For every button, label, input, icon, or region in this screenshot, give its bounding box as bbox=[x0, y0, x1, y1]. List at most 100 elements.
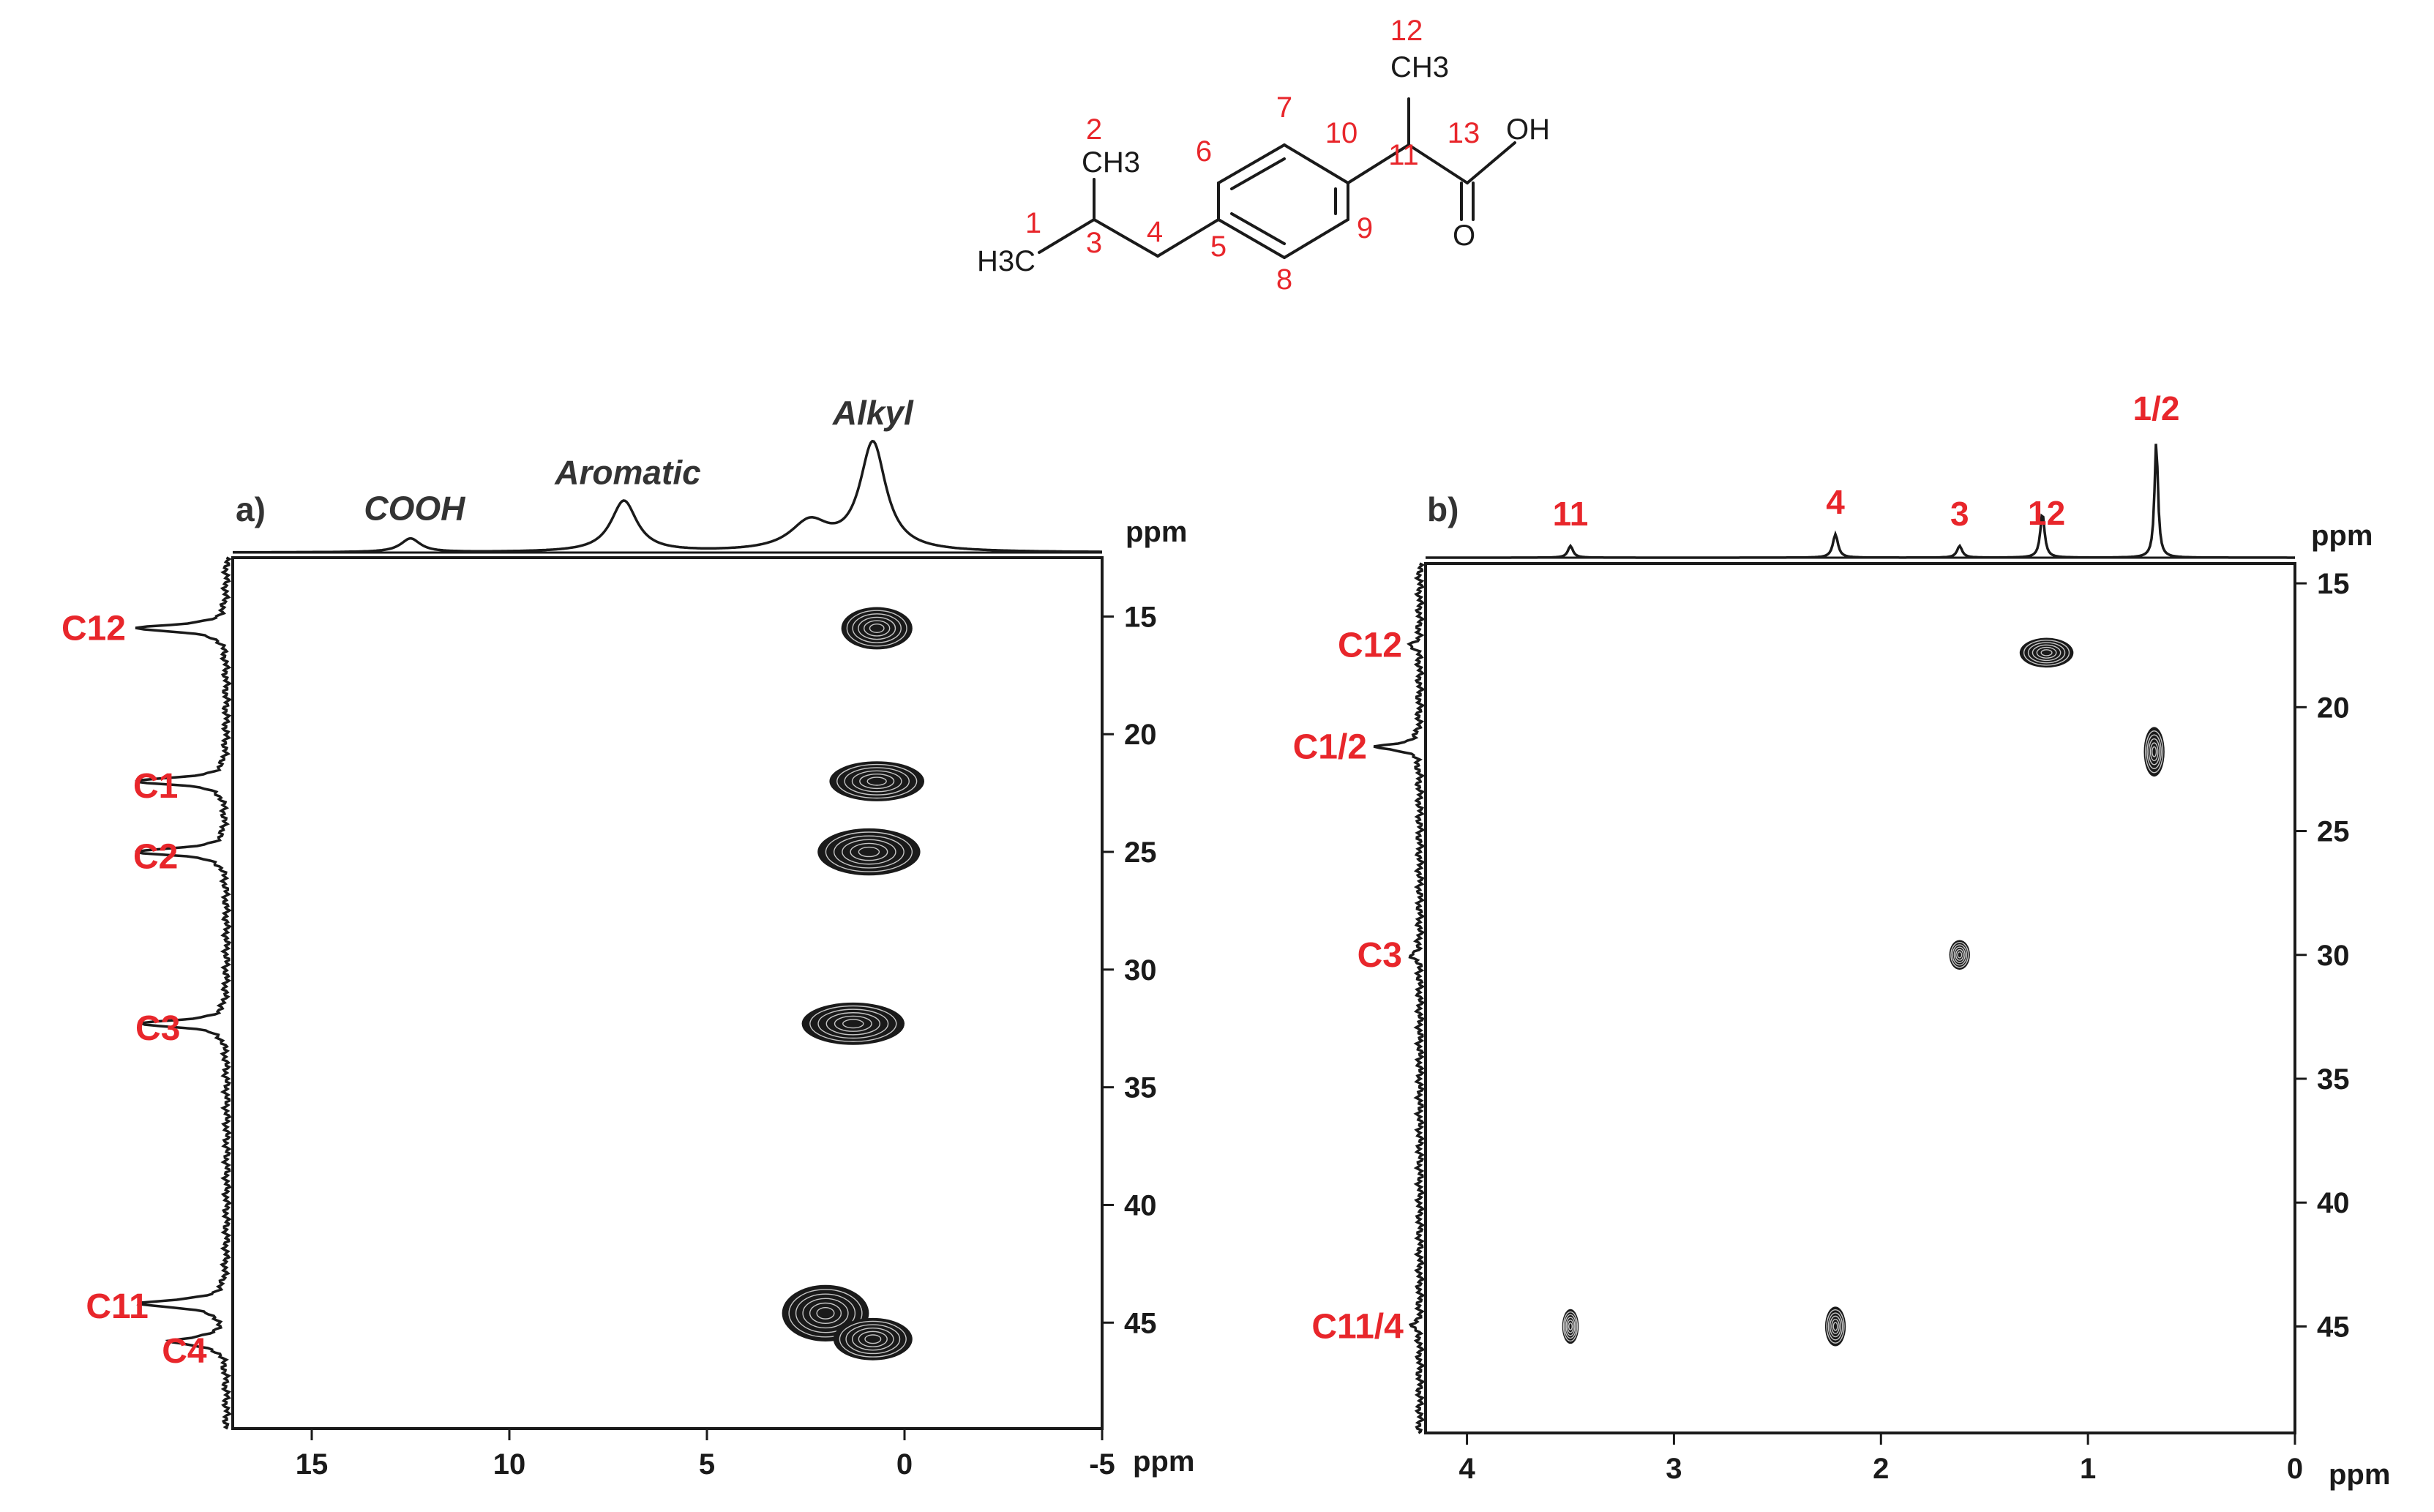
contour-line bbox=[1955, 948, 1964, 961]
atom-h3c: H3C bbox=[977, 245, 1036, 277]
panel-a-cross-peaks bbox=[782, 607, 924, 1361]
atom-ch3-top: CH3 bbox=[1390, 51, 1449, 83]
panel-a-xlabel: ppm bbox=[1133, 1445, 1194, 1478]
panel-a-x-ticks: 15 10 5 0 -5 bbox=[296, 1429, 1115, 1481]
atom-ch3-left: CH3 bbox=[1082, 146, 1140, 179]
y-tick-label: 25 bbox=[1124, 837, 1157, 869]
contour-line bbox=[2149, 742, 2159, 762]
x-tick-label: 0 bbox=[896, 1448, 913, 1481]
contour-line bbox=[2032, 644, 2062, 662]
y-tick-label: 20 bbox=[2317, 692, 2350, 724]
cross-peak bbox=[841, 607, 913, 650]
bond-3-1 bbox=[1038, 218, 1096, 254]
cross-peak bbox=[829, 761, 924, 801]
contour-line bbox=[825, 831, 913, 872]
contour-line bbox=[1568, 1322, 1573, 1331]
contour-line bbox=[850, 842, 888, 861]
atom-number: 7 bbox=[1276, 91, 1292, 124]
atom-number: 4 bbox=[1147, 216, 1163, 248]
y-tick-label: 35 bbox=[2317, 1063, 2350, 1096]
contour-line bbox=[795, 1293, 856, 1333]
top-peak-label: Aromatic bbox=[554, 453, 700, 491]
contour-line bbox=[858, 1331, 888, 1347]
contour-line bbox=[809, 1302, 842, 1324]
x-tick-label: 15 bbox=[296, 1448, 329, 1481]
contour-line bbox=[858, 846, 880, 858]
cross-peak bbox=[1949, 940, 1970, 970]
y-tick-label: 45 bbox=[2317, 1311, 2350, 1343]
contour-line bbox=[817, 1008, 889, 1039]
side-peak-label: C2 bbox=[133, 837, 178, 876]
contour-line bbox=[852, 613, 902, 643]
bond-5-4 bbox=[1156, 218, 1220, 258]
cross-peak bbox=[2143, 727, 2165, 777]
contour-fill bbox=[817, 828, 921, 876]
contour-line bbox=[2146, 734, 2162, 769]
cross-peak bbox=[1824, 1306, 1846, 1347]
bond-10-11 bbox=[1347, 143, 1410, 184]
panel-b-top-spectrum bbox=[1426, 444, 2295, 559]
ring-bond bbox=[1217, 143, 1286, 184]
contour-line bbox=[2040, 649, 2053, 656]
bond-4-3 bbox=[1093, 218, 1159, 258]
x-tick-label: 1 bbox=[2080, 1453, 2096, 1485]
x-tick-label: -5 bbox=[1089, 1448, 1115, 1481]
top-peak-label: Alkyl bbox=[832, 394, 914, 432]
panel-b-side-spectrum bbox=[1373, 562, 1426, 1434]
y-tick-label: 15 bbox=[2317, 568, 2350, 600]
y-tick-label: 15 bbox=[1124, 601, 1157, 633]
atom-number: 11 bbox=[1388, 139, 1419, 171]
contour-fill bbox=[833, 1317, 913, 1361]
contour-line bbox=[842, 839, 896, 865]
bond-13-oh bbox=[1466, 141, 1516, 184]
contour-line bbox=[1832, 1322, 1838, 1331]
side-peak-label: C12 bbox=[61, 609, 126, 648]
x-tick-label: 4 bbox=[1458, 1453, 1475, 1485]
top-peak-label: 12 bbox=[2028, 494, 2065, 532]
contour-line bbox=[852, 1328, 894, 1351]
bond-11-13 bbox=[1407, 143, 1469, 184]
contour-line bbox=[1952, 944, 1968, 966]
contour-line bbox=[858, 616, 896, 640]
side-peak-label: C11 bbox=[86, 1287, 148, 1326]
contour-line bbox=[1565, 1317, 1576, 1336]
contour-line bbox=[833, 835, 905, 869]
contour-line bbox=[864, 620, 891, 637]
side-peak-label: C11/4 bbox=[1311, 1307, 1404, 1346]
contour-line bbox=[836, 763, 918, 799]
cross-peak bbox=[817, 828, 921, 876]
contour-line bbox=[2145, 730, 2164, 774]
panel-a-label: a) bbox=[236, 490, 266, 528]
contour-line bbox=[1830, 1315, 1842, 1338]
atom-oh: OH bbox=[1506, 113, 1550, 146]
ring-bond bbox=[1283, 218, 1349, 259]
ring-bond bbox=[1217, 218, 1286, 259]
atom-number: 6 bbox=[1196, 135, 1212, 168]
y-tick-label: 45 bbox=[1124, 1307, 1157, 1339]
contour-line bbox=[846, 610, 907, 647]
atom-number: 9 bbox=[1357, 212, 1373, 244]
cross-peak bbox=[801, 1002, 905, 1045]
y-tick-label: 40 bbox=[1124, 1189, 1157, 1221]
top-peak-label: 11 bbox=[1553, 495, 1589, 533]
contour-fill bbox=[829, 761, 924, 801]
panel-b-xlabel: ppm bbox=[2329, 1459, 2390, 1491]
x-tick-label: 10 bbox=[493, 1448, 526, 1481]
atom-o: O bbox=[1453, 220, 1475, 252]
atom-number: 2 bbox=[1086, 113, 1102, 146]
contour-line bbox=[2027, 642, 2066, 664]
contour-line bbox=[844, 767, 910, 796]
contour-fill bbox=[801, 1002, 905, 1045]
contour-line bbox=[1831, 1319, 1840, 1334]
contour-fill bbox=[841, 607, 913, 650]
x-tick-label: 5 bbox=[699, 1448, 715, 1481]
contour-line bbox=[1562, 1311, 1579, 1342]
contour-line bbox=[1950, 942, 1969, 968]
